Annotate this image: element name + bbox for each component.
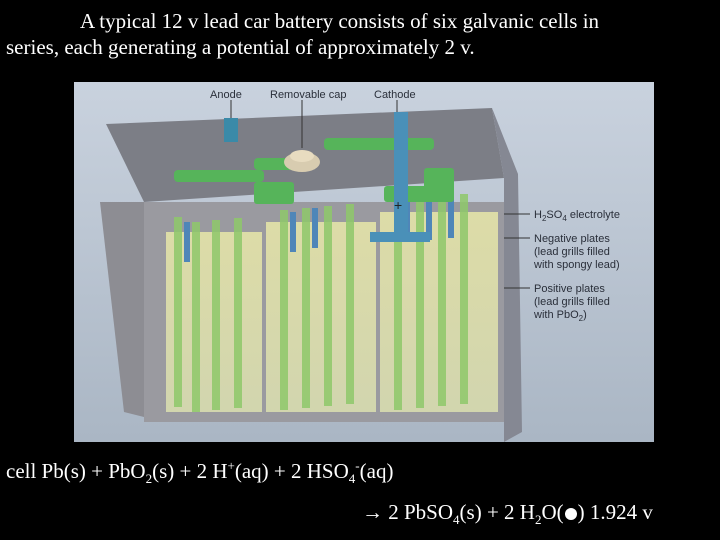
- equation-line-1: cell Pb(s) + PbO2(s) + 2 H+(aq) + 2 HSO4…: [6, 458, 393, 487]
- label-cathode: Cathode: [374, 89, 416, 101]
- intro-line-1: A typical 12 v lead car battery consists…: [6, 8, 714, 34]
- plus-sign: +: [394, 197, 402, 213]
- label-anode: Anode: [210, 89, 242, 101]
- cathode-post: [394, 112, 408, 242]
- intro-line-2: series, each generating a potential of a…: [6, 34, 714, 60]
- liquid-state-icon: [565, 508, 577, 520]
- anode-post: [224, 118, 238, 142]
- label-positive-1: Positive plates: [534, 283, 605, 295]
- label-positive-2: (lead grills filled: [534, 296, 610, 308]
- label-cap: Removable cap: [270, 89, 346, 101]
- intro-text: A typical 12 v lead car battery consists…: [6, 8, 714, 60]
- label-negative-2: (lead grills filled: [534, 246, 610, 258]
- lead-battery-diagram: + Anode Removable cap Cathode H2SO4 elec…: [74, 82, 654, 442]
- arrow-icon: →: [362, 500, 383, 524]
- label-electrolyte: H2SO4 electrolyte: [534, 209, 620, 223]
- equation-line-2: → 2 PbSO4(s) + 2 H2O() 1.924 v: [362, 500, 653, 528]
- label-negative-3: with spongy lead): [533, 259, 620, 271]
- cathode-crossbar: [370, 232, 430, 242]
- label-negative-1: Negative plates: [534, 233, 610, 245]
